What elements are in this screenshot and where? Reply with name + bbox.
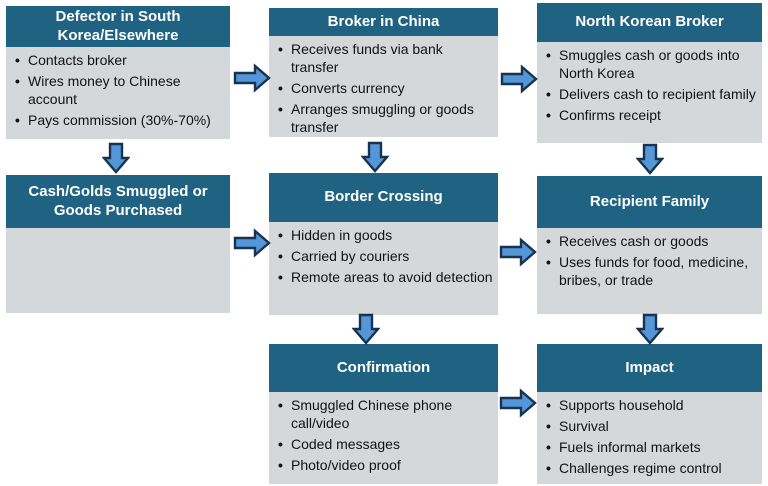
node-recipient-family-title: Recipient Family [537, 176, 762, 228]
bullet-item: Receives cash or goods [559, 233, 758, 251]
bullet-item: Hidden in goods [291, 227, 494, 245]
bullet-item: Carried by couriers [291, 248, 494, 266]
node-north-korean-broker-body: Smuggles cash or goods into North Korea … [537, 42, 762, 143]
bullet-list: Contacts broker Wires money to Chinese a… [15, 52, 226, 130]
bullet-item: Smuggles cash or goods into North Korea [559, 47, 758, 83]
node-border-crossing: Border Crossing Hidden in goods Carried … [269, 173, 498, 315]
bullet-list: Supports household Survival Fuels inform… [546, 397, 758, 478]
node-confirmation: Confirmation Smuggled Chinese phone call… [269, 344, 498, 484]
node-impact-title: Impact [537, 344, 762, 392]
node-cash-golds-body [6, 228, 230, 313]
arrow-down-china-broker-to-border-crossing-icon [361, 141, 389, 173]
node-border-crossing-title: Border Crossing [269, 173, 498, 222]
arrow-right-cash-golds-to-border-crossing-icon [233, 228, 271, 258]
node-confirmation-body: Smuggled Chinese phone call/video Coded … [269, 392, 498, 484]
node-cash-golds: Cash/Golds Smuggled or Goods Purchased [6, 175, 230, 313]
bullet-list: Hidden in goods Carried by couriers Remo… [278, 227, 494, 287]
bullet-item: Contacts broker [28, 52, 226, 70]
bullet-item: Photo/video proof [291, 457, 494, 475]
bullet-item: Challenges regime control [559, 460, 758, 478]
node-defector-title: Defector in South Korea/Elsewhere [6, 6, 230, 47]
node-broker-in-china: Broker in China Receives funds via bank … [269, 8, 498, 137]
bullet-item: Arranges smuggling or goods transfer [291, 101, 494, 137]
arrow-down-border-crossing-to-confirmation-icon [352, 313, 380, 345]
node-cash-golds-title: Cash/Golds Smuggled or Goods Purchased [6, 175, 230, 228]
node-confirmation-title: Confirmation [269, 344, 498, 392]
arrow-right-china-broker-to-nk-broker-icon [500, 64, 538, 94]
bullet-list: Receives funds via bank transfer Convert… [278, 41, 494, 137]
node-broker-in-china-title: Broker in China [269, 8, 498, 36]
node-north-korean-broker: North Korean Broker Smuggles cash or goo… [537, 3, 762, 143]
arrow-right-border-crossing-to-recipient-family-icon [499, 237, 537, 267]
bullet-item: Pays commission (30%-70%) [28, 112, 226, 130]
bullet-list: Smuggled Chinese phone call/video Coded … [278, 397, 494, 475]
bullet-list: Receives cash or goods Uses funds for fo… [546, 233, 758, 290]
bullet-item: Wires money to Chinese account [28, 73, 226, 109]
node-recipient-family: Recipient Family Receives cash or goods … [537, 176, 762, 314]
arrow-down-defector-to-cash-golds-icon [102, 142, 130, 174]
bullet-item: Survival [559, 418, 758, 436]
node-north-korean-broker-title: North Korean Broker [537, 3, 762, 42]
node-impact: Impact Supports household Survival Fuels… [537, 344, 762, 484]
node-recipient-family-body: Receives cash or goods Uses funds for fo… [537, 228, 762, 314]
arrow-right-defector-to-china-broker-icon [233, 63, 271, 93]
node-defector-body: Contacts broker Wires money to Chinese a… [6, 47, 230, 139]
bullet-item: Fuels informal markets [559, 439, 758, 457]
bullet-item: Uses funds for food, medicine, bribes, o… [559, 254, 758, 290]
bullet-item: Converts currency [291, 80, 494, 98]
node-defector: Defector in South Korea/Elsewhere Contac… [6, 6, 230, 139]
bullet-item: Confirms receipt [559, 107, 758, 125]
bullet-item: Receives funds via bank transfer [291, 41, 494, 77]
node-broker-in-china-body: Receives funds via bank transfer Convert… [269, 36, 498, 144]
bullet-list: Smuggles cash or goods into North Korea … [546, 47, 758, 125]
arrow-down-recipient-family-to-impact-icon [636, 313, 664, 345]
node-border-crossing-body: Hidden in goods Carried by couriers Remo… [269, 222, 498, 315]
bullet-item: Remote areas to avoid detection [291, 269, 494, 287]
bullet-item: Smuggled Chinese phone call/video [291, 397, 494, 433]
arrow-right-confirmation-to-impact-icon [499, 388, 537, 418]
arrow-down-nk-broker-to-recipient-family-icon [636, 143, 664, 175]
bullet-item: Supports household [559, 397, 758, 415]
node-impact-body: Supports household Survival Fuels inform… [537, 392, 762, 485]
bullet-item: Coded messages [291, 436, 494, 454]
bullet-item: Delivers cash to recipient family [559, 86, 758, 104]
